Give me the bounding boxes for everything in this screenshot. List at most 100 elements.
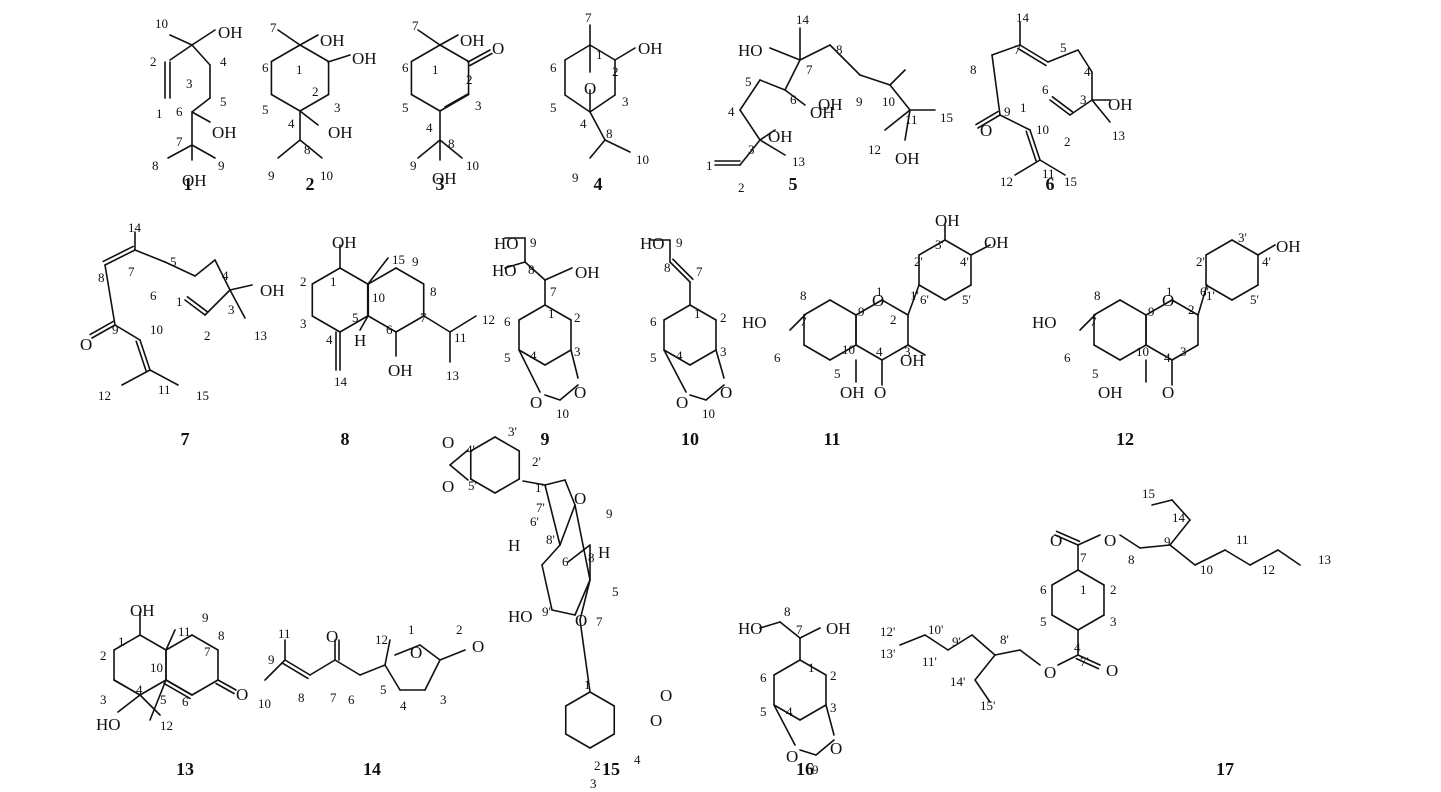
atom-number-label: 4 bbox=[876, 344, 883, 359]
atom-label: OH bbox=[984, 233, 1009, 252]
atom-number-label: 7 bbox=[806, 62, 813, 77]
atom-number-label: 8 bbox=[528, 262, 535, 277]
bond bbox=[1151, 499, 1173, 506]
atom-number-label: 12 bbox=[482, 312, 495, 327]
bond bbox=[117, 694, 141, 713]
atom-number-label: 14 bbox=[334, 374, 348, 389]
bond bbox=[113, 634, 141, 651]
atom-label: O bbox=[1162, 291, 1174, 310]
bond bbox=[589, 691, 616, 707]
bond bbox=[217, 679, 237, 691]
atom-number-label: 6 bbox=[790, 92, 797, 107]
atom-number-label: 7 bbox=[176, 134, 183, 149]
atom-label: O bbox=[786, 747, 798, 766]
atom-number-label: 6 bbox=[176, 104, 183, 119]
compound-number: 14 bbox=[363, 759, 381, 779]
bond bbox=[559, 384, 579, 401]
atom-number-label: 4 bbox=[288, 116, 295, 131]
compound-number: 11 bbox=[823, 429, 840, 449]
atom-number-label: 3 bbox=[574, 344, 581, 359]
bond bbox=[881, 344, 909, 361]
bond bbox=[924, 634, 949, 651]
atom-number-label: 3' bbox=[1238, 230, 1247, 245]
atom-number-label: 7 bbox=[596, 614, 603, 629]
bond bbox=[114, 324, 141, 341]
bond bbox=[367, 257, 389, 285]
atom-number-label: 1 bbox=[584, 677, 591, 692]
atom-label: O bbox=[326, 627, 338, 646]
atom-number-label: 9 bbox=[856, 94, 863, 109]
bond bbox=[974, 679, 991, 703]
bond bbox=[947, 634, 973, 651]
atom-number-label: 4 bbox=[728, 104, 735, 119]
atom-number-label: 15 bbox=[196, 388, 209, 403]
compound-number: 2 bbox=[306, 174, 315, 194]
atom-label: O bbox=[492, 39, 504, 58]
atom-number-label: 3' bbox=[935, 237, 944, 252]
atom-label: OH bbox=[935, 211, 960, 230]
bond bbox=[191, 44, 211, 66]
bond bbox=[165, 634, 193, 651]
bond bbox=[705, 384, 725, 401]
atom-number-label: 6 bbox=[550, 60, 557, 75]
bond bbox=[564, 44, 591, 61]
atom-number-label: 14 bbox=[128, 220, 142, 235]
bond bbox=[113, 679, 141, 696]
bond bbox=[1051, 614, 1079, 631]
bond bbox=[139, 679, 167, 696]
bond bbox=[384, 639, 391, 666]
atom-number-label: 10 bbox=[636, 152, 649, 167]
bond bbox=[1145, 344, 1173, 361]
atom-label: OH bbox=[840, 383, 865, 402]
atom-number-label: 6 bbox=[1040, 582, 1047, 597]
bond bbox=[165, 629, 176, 651]
bond bbox=[327, 54, 351, 63]
atom-label: O bbox=[874, 383, 886, 402]
atom-label: OH bbox=[1098, 383, 1123, 402]
atom-number-label: 9 bbox=[1004, 104, 1011, 119]
atom-number-label: 11 bbox=[278, 626, 291, 641]
bond bbox=[191, 29, 216, 46]
atom-number-label: 2 bbox=[830, 668, 837, 683]
atom-number-label: 9 bbox=[812, 762, 819, 777]
atom-number-label: 14 bbox=[1016, 10, 1030, 25]
atom-number-label: 6 bbox=[1042, 82, 1049, 97]
bond bbox=[102, 245, 135, 263]
bond bbox=[1277, 549, 1301, 566]
atom-number-label: 7 bbox=[1080, 550, 1087, 565]
atom-number-label: 9 bbox=[530, 235, 537, 250]
atom-number-label: 2 bbox=[300, 274, 307, 289]
atom-number-label: 9 bbox=[410, 158, 417, 173]
bond bbox=[139, 634, 167, 651]
compound-number: 3 bbox=[436, 174, 445, 194]
bond bbox=[1049, 99, 1071, 116]
bond bbox=[169, 34, 193, 46]
atom-label: H bbox=[598, 543, 610, 562]
bond bbox=[191, 634, 219, 651]
atom-number-label: 3 bbox=[300, 316, 307, 331]
bond bbox=[991, 54, 1001, 116]
atom-number-label: 5 bbox=[160, 692, 167, 707]
atom-label: H bbox=[354, 331, 366, 350]
atom-label: OH bbox=[352, 49, 377, 68]
bond bbox=[417, 139, 441, 159]
atom-number-label: 3 bbox=[720, 344, 727, 359]
bond bbox=[504, 261, 526, 269]
bond bbox=[907, 284, 920, 316]
bond bbox=[918, 284, 946, 301]
bond bbox=[1205, 239, 1233, 256]
atom-number-label: 12' bbox=[880, 624, 895, 639]
bond bbox=[799, 44, 831, 61]
compound-number: 15 bbox=[602, 759, 620, 779]
atom-number-label: 6' bbox=[1200, 284, 1209, 299]
bond bbox=[1169, 519, 1191, 546]
bond bbox=[1054, 534, 1079, 546]
bond bbox=[469, 52, 493, 67]
bond bbox=[384, 664, 401, 691]
compound-number: 7 bbox=[181, 429, 190, 449]
bond bbox=[1077, 569, 1105, 586]
bond bbox=[715, 349, 725, 379]
bond bbox=[334, 659, 361, 676]
